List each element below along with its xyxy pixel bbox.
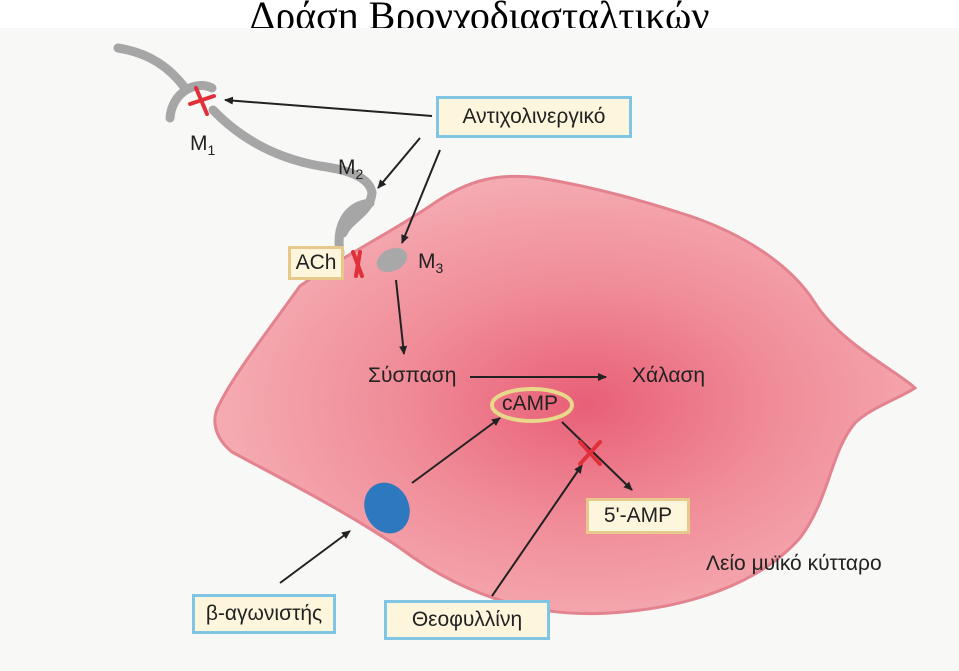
m1-label: M1 [190, 132, 215, 162]
nerve-fiber [113, 43, 190, 93]
m2-label-main: M [338, 156, 356, 179]
smooth-muscle-cell-label: Λείο μυϊκό κύτταρο [706, 552, 882, 575]
ach-block-mark [351, 250, 364, 278]
arrow-to-m2 [377, 137, 421, 189]
arrow-betaagonist-to-receptor [279, 530, 351, 584]
diagram-figure: Αντιχολινεργικό M1 M2 ACh M3 Σύσπαση Χάλ… [0, 28, 959, 671]
m1-label-sub: 1 [207, 142, 216, 159]
arrow-theophylline-to-pde [491, 464, 583, 597]
m3-label: M3 [418, 250, 443, 280]
pde-block-mark [578, 440, 602, 466]
camp-ring [490, 387, 574, 423]
arrow-to-m3 [401, 149, 441, 244]
camp-label: cAMP [502, 392, 559, 415]
beta-receptor [364, 482, 410, 534]
m1-block-mark [188, 86, 216, 116]
diagram-canvas [113, 43, 918, 616]
m1-label-main: M [190, 132, 208, 155]
m3-receptor [376, 247, 408, 273]
ach-box: ACh [288, 246, 344, 280]
nerve-fiber-m1-terminal [165, 81, 217, 123]
m3-label-main: M [418, 250, 436, 273]
contraction-label: Σύσπαση [368, 364, 457, 387]
relaxation-label: Χάλαση [632, 364, 706, 387]
arrow-to-m1 [224, 96, 433, 117]
m2-label-sub: 2 [355, 166, 364, 183]
anticholinergic-box: Αντιχολινεργικό [436, 96, 632, 138]
nerve-fiber-axon [208, 105, 377, 198]
amp5-box: 5'-AMP [586, 498, 690, 534]
theophylline-box: Θεοφυλλίνη [384, 600, 550, 640]
arrow-beta-to-camp [411, 417, 501, 484]
nerve-fiber-terminal-bulb [338, 188, 377, 238]
beta-agonist-box: β-αγωνιστής [192, 594, 336, 634]
arrow-camp-to-5amp [561, 421, 633, 491]
m2-label: M2 [338, 156, 363, 186]
m3-label-sub: 3 [435, 260, 444, 277]
arrow-m3-to-contraction [395, 279, 408, 355]
